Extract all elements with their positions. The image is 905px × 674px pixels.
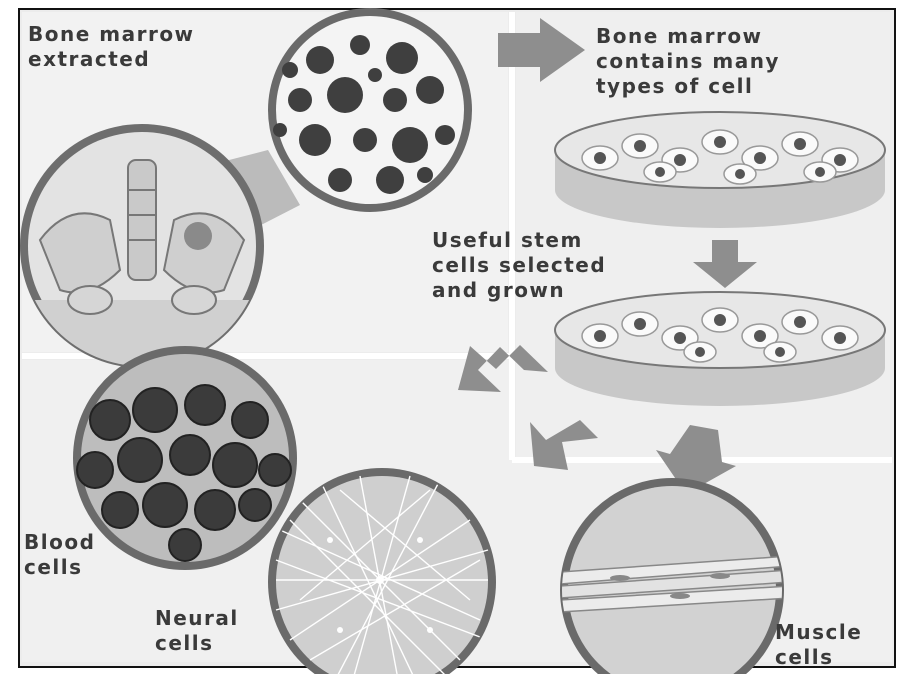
label-neural-cells: Neural cells xyxy=(155,606,239,656)
blood-cells-circle xyxy=(73,346,297,570)
label-bone-marrow-extracted: Bone marrow extracted xyxy=(28,22,195,72)
bone-marrow-circle xyxy=(268,8,472,212)
label-blood-cells: Blood cells xyxy=(24,530,95,580)
label-useful-stem-cells: Useful stem cells selected and grown xyxy=(432,228,606,303)
label-many-types-of-cell: Bone marrow contains many types of cell xyxy=(596,24,780,99)
petri-dish-mixed-cells xyxy=(555,112,885,228)
label-muscle-cells: Muscle cells xyxy=(775,620,862,670)
petri-dish-stem-cells xyxy=(555,292,885,406)
